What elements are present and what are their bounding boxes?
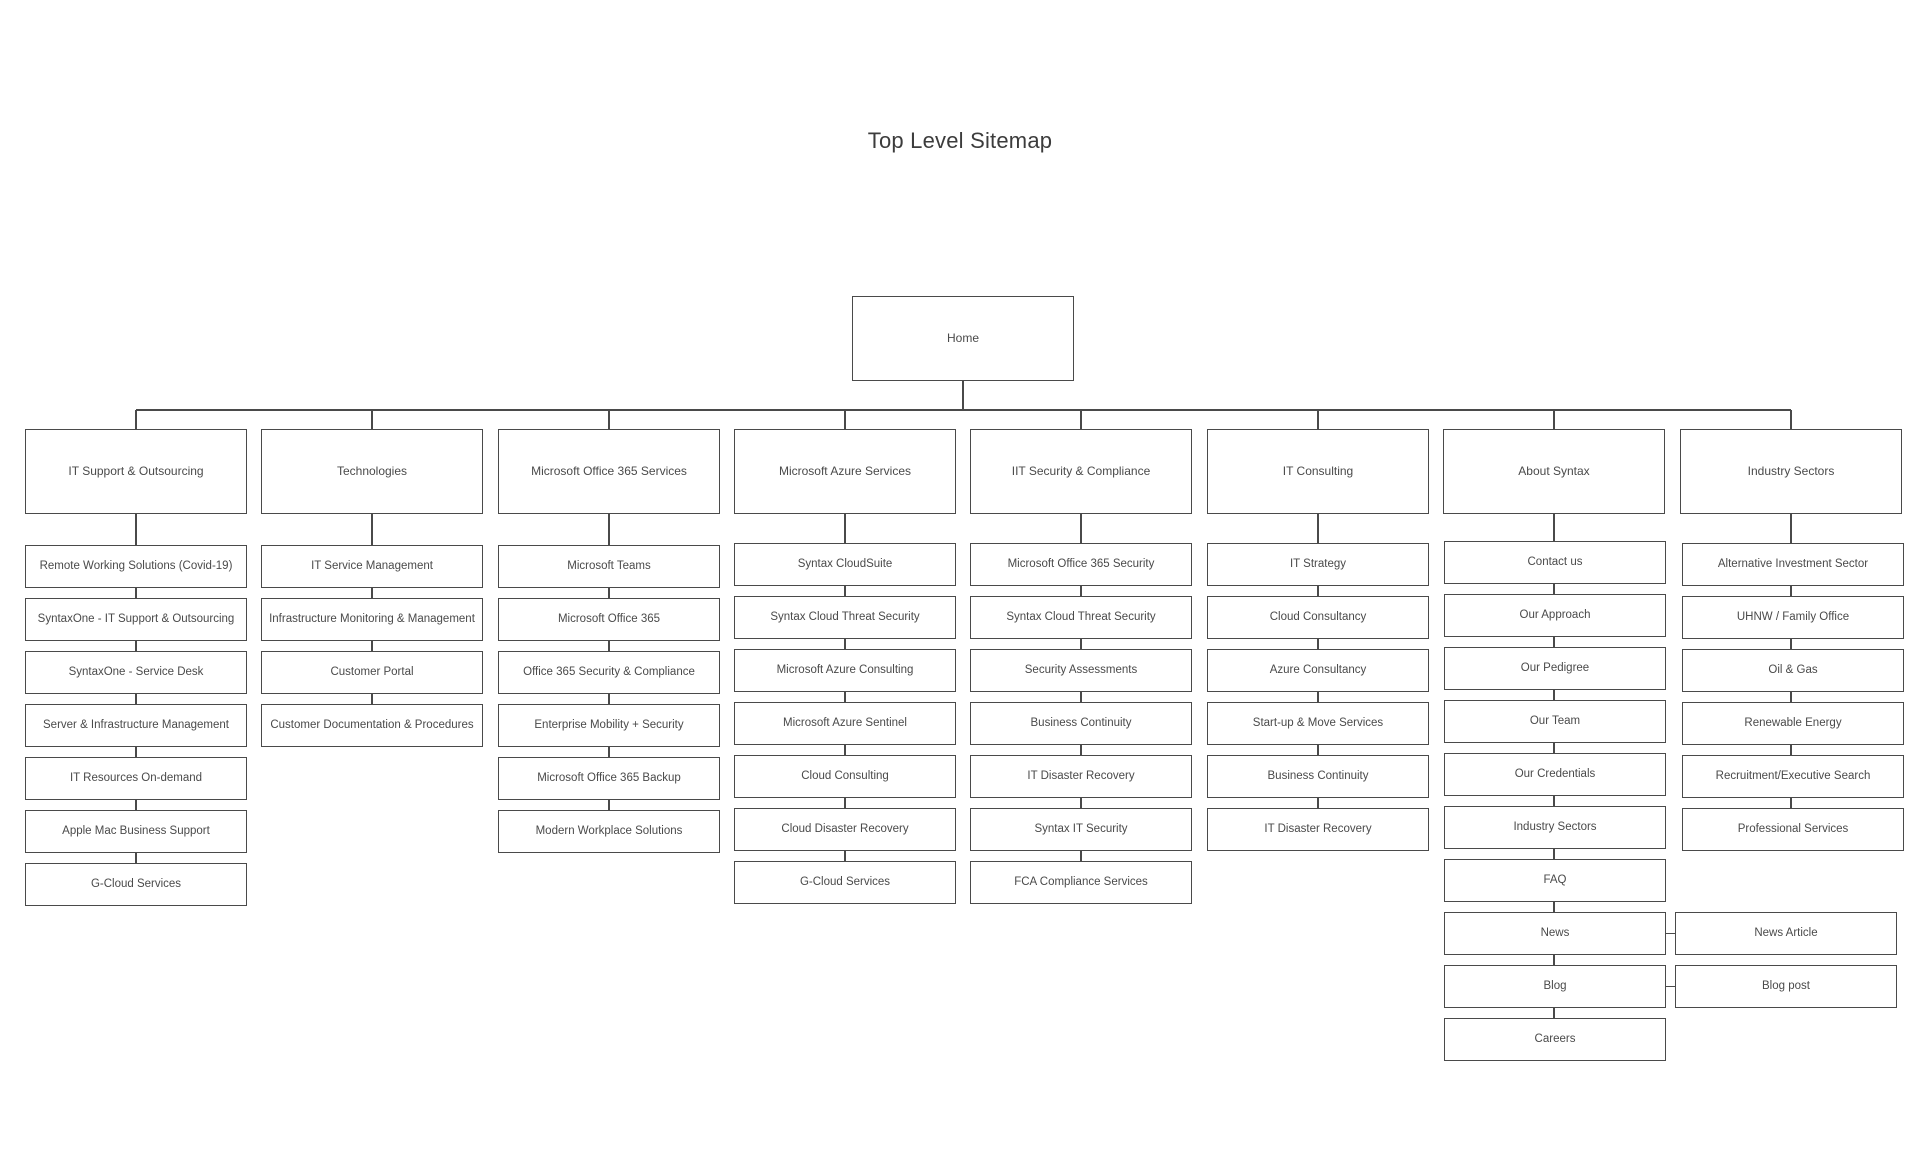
page-our-pedigree: Our Pedigree: [1444, 647, 1666, 690]
page-cloud-consulting: Cloud Consulting: [734, 755, 956, 798]
page-it-disaster-recovery: IT Disaster Recovery: [970, 755, 1192, 798]
page-microsoft-azure-sentinel: Microsoft Azure Sentinel: [734, 702, 956, 745]
section-drop-line: [608, 410, 610, 429]
page-news: News: [1444, 912, 1666, 955]
page-microsoft-office-365: Microsoft Office 365: [498, 598, 720, 641]
page-it-resources-on-demand: IT Resources On-demand: [25, 757, 247, 800]
page-microsoft-office-365-backup: Microsoft Office 365 Backup: [498, 757, 720, 800]
page-syntax-cloud-threat-security: Syntax Cloud Threat Security: [734, 596, 956, 639]
page-contact-us: Contact us: [1444, 541, 1666, 584]
page-customer-documentation-and-procedures: Customer Documentation & Procedures: [261, 704, 483, 747]
page-modern-workplace-solutions: Modern Workplace Solutions: [498, 810, 720, 853]
page-syntax-cloudsuite: Syntax CloudSuite: [734, 543, 956, 586]
page-our-team: Our Team: [1444, 700, 1666, 743]
page-security-assessments: Security Assessments: [970, 649, 1192, 692]
page-it-strategy: IT Strategy: [1207, 543, 1429, 586]
page-syntax-cloud-threat-security: Syntax Cloud Threat Security: [970, 596, 1192, 639]
section-drop-line: [1553, 410, 1555, 429]
section-drop-line: [1790, 410, 1792, 429]
page-fca-compliance-services: FCA Compliance Services: [970, 861, 1192, 904]
page-infrastructure-monitoring-and-management: Infrastructure Monitoring & Management: [261, 598, 483, 641]
page-microsoft-office-365-security: Microsoft Office 365 Security: [970, 543, 1192, 586]
section-microsoft-office-365-services: Microsoft Office 365 Services: [498, 429, 720, 514]
page-customer-portal: Customer Portal: [261, 651, 483, 694]
section-it-consulting: IT Consulting: [1207, 429, 1429, 514]
section-drop-line: [844, 410, 846, 429]
page-apple-mac-business-support: Apple Mac Business Support: [25, 810, 247, 853]
section-about-syntax: About Syntax: [1443, 429, 1665, 514]
page-business-continuity: Business Continuity: [970, 702, 1192, 745]
sub-page-connector: [1666, 985, 1675, 988]
section-iit-security-and-compliance: IIT Security & Compliance: [970, 429, 1192, 514]
page-start-up-and-move-services: Start-up & Move Services: [1207, 702, 1429, 745]
page-blog: Blog: [1444, 965, 1666, 1008]
page-server-and-infrastructure-management: Server & Infrastructure Management: [25, 704, 247, 747]
section-bus-line: [136, 409, 1791, 411]
diagram-title: Top Level Sitemap: [867, 128, 1053, 153]
section-it-support-and-outsourcing: IT Support & Outsourcing: [25, 429, 247, 514]
page-microsoft-azure-consulting: Microsoft Azure Consulting: [734, 649, 956, 692]
page-enterprise-mobility-security: Enterprise Mobility + Security: [498, 704, 720, 747]
home-connector: [962, 381, 964, 410]
page-careers: Careers: [1444, 1018, 1666, 1061]
page-remote-working-solutions-covid-19: Remote Working Solutions (Covid-19): [25, 545, 247, 588]
blog-post-page: Blog post: [1675, 965, 1897, 1008]
page-cloud-disaster-recovery: Cloud Disaster Recovery: [734, 808, 956, 851]
section-technologies: Technologies: [261, 429, 483, 514]
page-alternative-investment-sector: Alternative Investment Sector: [1682, 543, 1904, 586]
page-oil-and-gas: Oil & Gas: [1682, 649, 1904, 692]
section-microsoft-azure-services: Microsoft Azure Services: [734, 429, 956, 514]
page-syntaxone-service-desk: SyntaxOne - Service Desk: [25, 651, 247, 694]
page-uhnw-family-office: UHNW / Family Office: [1682, 596, 1904, 639]
page-cloud-consultancy: Cloud Consultancy: [1207, 596, 1429, 639]
page-recruitment-executive-search: Recruitment/Executive Search: [1682, 755, 1904, 798]
news-article-page: News Article: [1675, 912, 1897, 955]
section-drop-line: [135, 410, 137, 429]
section-industry-sectors: Industry Sectors: [1680, 429, 1902, 514]
page-it-disaster-recovery: IT Disaster Recovery: [1207, 808, 1429, 851]
page-our-credentials: Our Credentials: [1444, 753, 1666, 796]
page-our-approach: Our Approach: [1444, 594, 1666, 637]
page-it-service-management: IT Service Management: [261, 545, 483, 588]
section-drop-line: [1317, 410, 1319, 429]
page-syntax-it-security: Syntax IT Security: [970, 808, 1192, 851]
home-node: Home: [852, 296, 1074, 381]
page-syntaxone-it-support-and-outsourcing: SyntaxOne - IT Support & Outsourcing: [25, 598, 247, 641]
page-faq: FAQ: [1444, 859, 1666, 902]
page-azure-consultancy: Azure Consultancy: [1207, 649, 1429, 692]
sub-page-connector: [1666, 932, 1675, 935]
section-drop-line: [371, 410, 373, 429]
page-professional-services: Professional Services: [1682, 808, 1904, 851]
page-business-continuity: Business Continuity: [1207, 755, 1429, 798]
page-g-cloud-services: G-Cloud Services: [25, 863, 247, 906]
page-office-365-security-and-compliance: Office 365 Security & Compliance: [498, 651, 720, 694]
page-renewable-energy: Renewable Energy: [1682, 702, 1904, 745]
page-microsoft-teams: Microsoft Teams: [498, 545, 720, 588]
page-g-cloud-services: G-Cloud Services: [734, 861, 956, 904]
section-drop-line: [1080, 410, 1082, 429]
page-industry-sectors: Industry Sectors: [1444, 806, 1666, 849]
